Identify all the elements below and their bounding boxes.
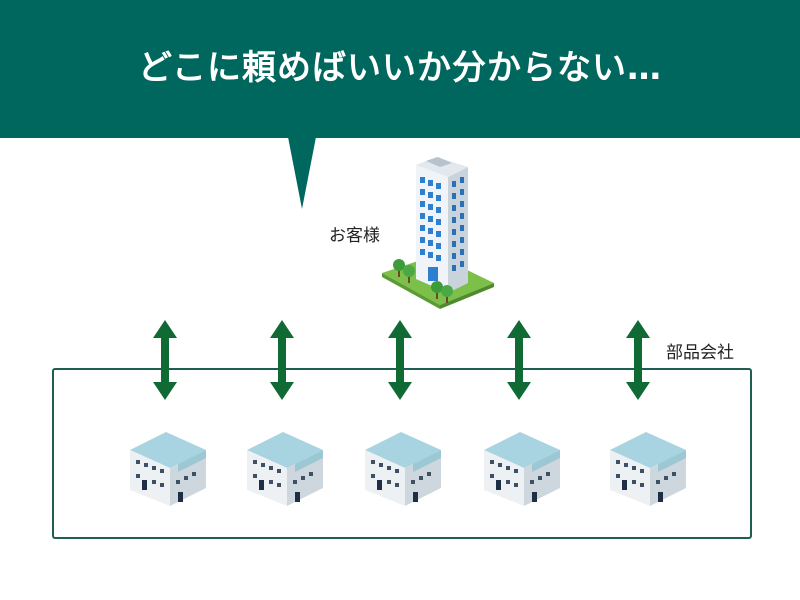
page-title: どこに頼めばいいか分からない…	[138, 48, 662, 88]
double-arrow-icon	[507, 320, 531, 404]
double-arrow-icon	[626, 320, 650, 404]
factory-icon	[608, 428, 688, 512]
factory-icon	[363, 428, 443, 512]
office-building-icon	[382, 157, 494, 309]
customer-label: お客様	[329, 226, 380, 246]
double-arrow-icon	[153, 320, 177, 404]
double-arrow-icon	[270, 320, 294, 404]
factory-icon	[128, 428, 208, 512]
supplier-label: 部品会社	[666, 343, 734, 363]
speech-bubble-tail	[288, 137, 316, 209]
factory-icon	[245, 428, 325, 512]
header-banner: どこに頼めばいいか分からない…	[0, 0, 800, 138]
double-arrow-icon	[388, 320, 412, 404]
factory-icon	[482, 428, 562, 512]
